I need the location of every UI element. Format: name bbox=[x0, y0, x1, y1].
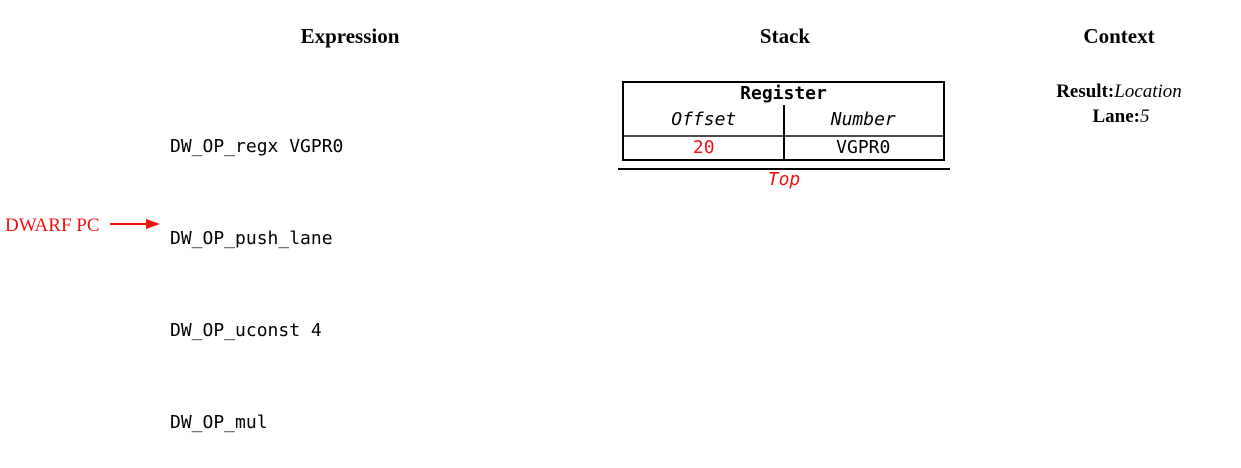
stack-entry-table: Register Offset Number 20 VGPR0 bbox=[622, 81, 945, 161]
result-value: Location bbox=[1114, 81, 1182, 102]
stack-number-header: Number bbox=[830, 109, 896, 130]
stack-entry-type: Register bbox=[740, 83, 827, 104]
expression-item: DW_OP_regx VGPR0 bbox=[170, 136, 344, 158]
expression-column-title: Expression bbox=[300, 24, 400, 48]
result-label: Result: bbox=[1056, 81, 1115, 102]
stack-number-value: VGPR0 bbox=[836, 137, 891, 158]
dwarf-pc-arrow-line bbox=[110, 223, 148, 225]
dwarf-pc-arrow-icon bbox=[146, 219, 160, 229]
stack-entry-value-row: 20 VGPR0 bbox=[624, 137, 943, 159]
context-lane-line: Lane:5 bbox=[1093, 106, 1150, 128]
expression-item: DW_OP_push_lane bbox=[170, 227, 333, 249]
stack-offset-value: 20 bbox=[692, 137, 715, 158]
dwarf-pc-label: DWARF PC bbox=[5, 215, 100, 236]
stack-column-divider bbox=[783, 105, 785, 159]
expression-item: DW_OP_mul bbox=[170, 411, 268, 433]
stack-entry-header-row: Offset Number bbox=[624, 105, 943, 135]
expression-item: DW_OP_uconst 4 bbox=[170, 319, 322, 341]
stack-column-title: Stack bbox=[759, 24, 811, 48]
lane-label: Lane: bbox=[1092, 106, 1141, 127]
stack-offset-header: Offset bbox=[671, 109, 737, 130]
context-result-line: Result:Location bbox=[1056, 81, 1182, 103]
stack-top-label: Top bbox=[767, 169, 801, 190]
context-column-title: Context bbox=[1083, 24, 1155, 48]
expression-list: DW_OP_regx VGPR0 DW_OP_push_lane DW_OP_u… bbox=[170, 71, 343, 468]
stack-top-line bbox=[618, 168, 950, 170]
lane-value: 5 bbox=[1140, 106, 1150, 127]
